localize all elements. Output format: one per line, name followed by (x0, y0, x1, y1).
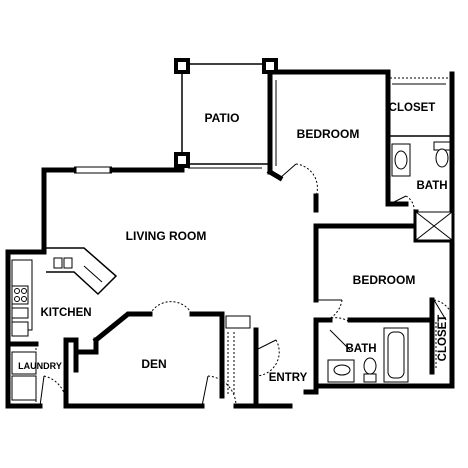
dishwasher (11, 307, 29, 319)
sink-icon (53, 257, 63, 269)
room-label-living-room: LIVING ROOM (126, 229, 207, 243)
patio-structure (174, 58, 278, 169)
washer (11, 351, 37, 375)
refrigerator (11, 321, 29, 337)
sink-icon (394, 150, 408, 170)
bath-1-fixtures (391, 141, 453, 241)
room-label-laundry: LAUNDRY (18, 361, 62, 371)
toilet-icon (363, 357, 377, 375)
room-label-den: DEN (141, 357, 166, 371)
laundry-fixtures (11, 348, 37, 404)
sink-icon (333, 364, 351, 376)
closet-1-shelving (388, 77, 452, 137)
room-label-bath-1: BATH (416, 180, 447, 192)
toilet-icon (435, 148, 449, 168)
door-swings (39, 163, 453, 407)
room-label-closet-1: CLOSET (389, 102, 436, 114)
stove-icon (11, 285, 29, 305)
room-label-bedroom-2: BEDROOM (353, 273, 416, 287)
dryer (11, 375, 37, 401)
window (74, 166, 112, 174)
entry-closet (225, 315, 251, 396)
room-labels: PATIO BEDROOM CLOSET BATH LIVING ROOM BE… (18, 102, 449, 384)
toilet-tank (363, 373, 377, 383)
room-label-bath-2: BATH (345, 343, 376, 355)
room-label-entry: ENTRY (269, 372, 308, 384)
shelf (225, 315, 251, 329)
room-label-bedroom-1: BEDROOM (297, 127, 360, 141)
room-label-patio: PATIO (205, 111, 240, 125)
room-label-kitchen: KITCHEN (40, 307, 91, 319)
kitchen-fixtures (11, 247, 118, 337)
sink-icon (63, 257, 73, 269)
bath-2-fixtures (327, 327, 409, 383)
room-label-closet-2: CLOSET (437, 315, 449, 362)
